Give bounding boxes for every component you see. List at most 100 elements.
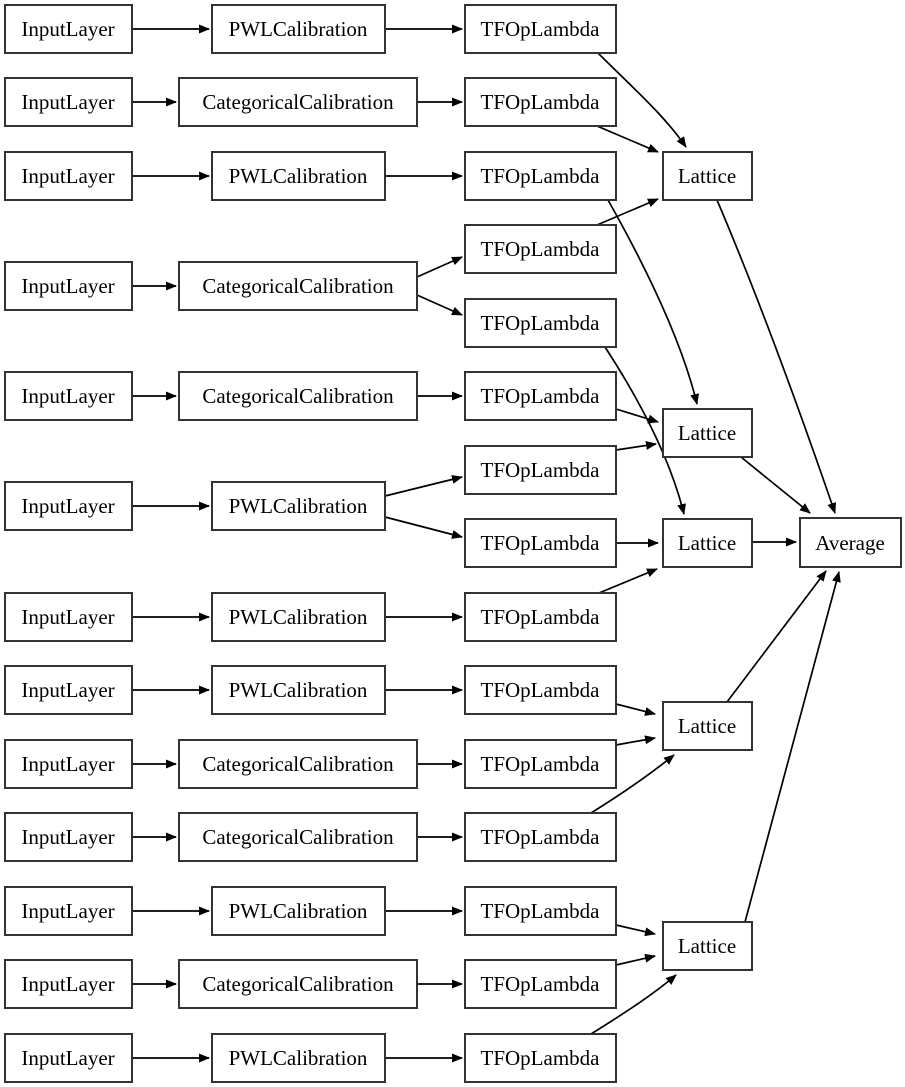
node-box	[211, 4, 386, 54]
node-box	[464, 592, 617, 642]
node-tfop-1: TFOpLambda	[464, 4, 617, 54]
node-box	[662, 921, 753, 971]
node-label: Lattice	[678, 164, 736, 188]
node-box	[464, 151, 617, 201]
node-box	[4, 665, 133, 715]
node-box	[178, 739, 418, 789]
node-box	[662, 151, 753, 201]
node-cal-7: PWLCalibration	[211, 592, 386, 642]
node-cal-8: PWLCalibration	[211, 665, 386, 715]
node-tfop-10: TFOpLambda	[464, 665, 617, 715]
node-label: TFOpLambda	[481, 311, 601, 335]
node-label: TFOpLambda	[481, 531, 601, 555]
node-label: CategoricalCalibration	[202, 384, 394, 408]
node-tfop-3: TFOpLambda	[464, 151, 617, 201]
node-input-3: InputLayer	[4, 151, 133, 201]
edge-tfop-10--lattice-4	[615, 703, 656, 716]
node-label: TFOpLambda	[481, 384, 601, 408]
edge-tfop-2--lattice-1	[596, 125, 659, 153]
node-box	[464, 371, 617, 421]
node-box	[4, 261, 133, 311]
node-label: TFOpLambda	[481, 605, 601, 629]
edge-tfop-1--lattice-1	[597, 52, 687, 148]
node-box	[464, 959, 617, 1009]
node-input-8: InputLayer	[4, 665, 133, 715]
node-tfop-7: TFOpLambda	[464, 445, 617, 495]
node-label: TFOpLambda	[481, 237, 601, 261]
node-box	[464, 224, 617, 274]
node-input-11: InputLayer	[4, 886, 133, 936]
node-cal-13: PWLCalibration	[211, 1033, 386, 1083]
node-cal-5: CategoricalCalibration	[178, 371, 418, 421]
node-label: CategoricalCalibration	[202, 972, 394, 996]
node-box	[211, 592, 386, 642]
node-label: TFOpLambda	[481, 678, 601, 702]
node-box	[211, 151, 386, 201]
node-label: TFOpLambda	[481, 825, 601, 849]
node-label: TFOpLambda	[481, 899, 601, 923]
node-box	[4, 481, 133, 531]
node-label: InputLayer	[21, 825, 114, 849]
node-label: TFOpLambda	[481, 752, 601, 776]
node-label: InputLayer	[21, 899, 114, 923]
node-label: InputLayer	[21, 384, 114, 408]
node-label: Lattice	[678, 421, 736, 445]
node-average: Average	[799, 517, 902, 568]
node-input-13: InputLayer	[4, 1033, 133, 1083]
edge-tfop-3--lattice-2	[607, 199, 700, 405]
node-label: CategoricalCalibration	[202, 90, 394, 114]
edge-cal-6--tfop-7	[384, 475, 463, 497]
node-box	[464, 886, 617, 936]
node-label: TFOpLambda	[481, 458, 601, 482]
edge-tfop-14--lattice-5	[615, 953, 656, 966]
node-box	[4, 739, 133, 789]
node-tfop-13: TFOpLambda	[464, 886, 617, 936]
node-label: InputLayer	[21, 494, 114, 518]
node-tfop-6: TFOpLambda	[464, 371, 617, 421]
node-label: CategoricalCalibration	[202, 274, 394, 298]
node-box	[662, 701, 753, 751]
node-cal-2: CategoricalCalibration	[178, 77, 418, 127]
node-lattice-3: Lattice	[662, 518, 753, 568]
node-box	[662, 518, 753, 568]
node-label: InputLayer	[21, 605, 114, 629]
edge-tfop-7--lattice-2	[615, 441, 657, 451]
node-label: InputLayer	[21, 678, 114, 702]
node-label: TFOpLambda	[481, 972, 601, 996]
node-input-9: InputLayer	[4, 739, 133, 789]
node-label: Lattice	[678, 714, 736, 738]
node-tfop-9: TFOpLambda	[464, 592, 617, 642]
node-label: PWLCalibration	[229, 17, 368, 41]
edge-tfop-11--lattice-4	[615, 735, 656, 746]
node-box	[464, 1033, 617, 1083]
edges-calibration-to-tfoplambda	[384, 24, 463, 1063]
node-box	[211, 665, 386, 715]
node-box	[464, 812, 617, 862]
edge-tfop-4--lattice-1	[596, 198, 659, 226]
node-box	[464, 298, 617, 348]
node-box	[211, 1033, 386, 1083]
node-input-12: InputLayer	[4, 959, 133, 1009]
node-tfop-2: TFOpLambda	[464, 77, 617, 127]
node-label: PWLCalibration	[229, 1046, 368, 1070]
node-box	[178, 959, 418, 1009]
node-label: InputLayer	[21, 90, 114, 114]
node-lattice-5: Lattice	[662, 921, 753, 971]
node-box	[178, 812, 418, 862]
node-box	[211, 886, 386, 936]
node-label: TFOpLambda	[481, 90, 601, 114]
edge-cal-6--tfop-8	[384, 516, 463, 539]
node-label: CategoricalCalibration	[202, 825, 394, 849]
node-cal-1: PWLCalibration	[211, 4, 386, 54]
node-input-6: InputLayer	[4, 481, 133, 531]
node-box	[662, 408, 753, 458]
node-box	[4, 4, 133, 54]
node-box	[799, 517, 902, 568]
node-box	[4, 886, 133, 936]
node-box	[4, 592, 133, 642]
node-box	[4, 77, 133, 127]
node-label: CategoricalCalibration	[202, 752, 394, 776]
node-label: InputLayer	[21, 164, 114, 188]
